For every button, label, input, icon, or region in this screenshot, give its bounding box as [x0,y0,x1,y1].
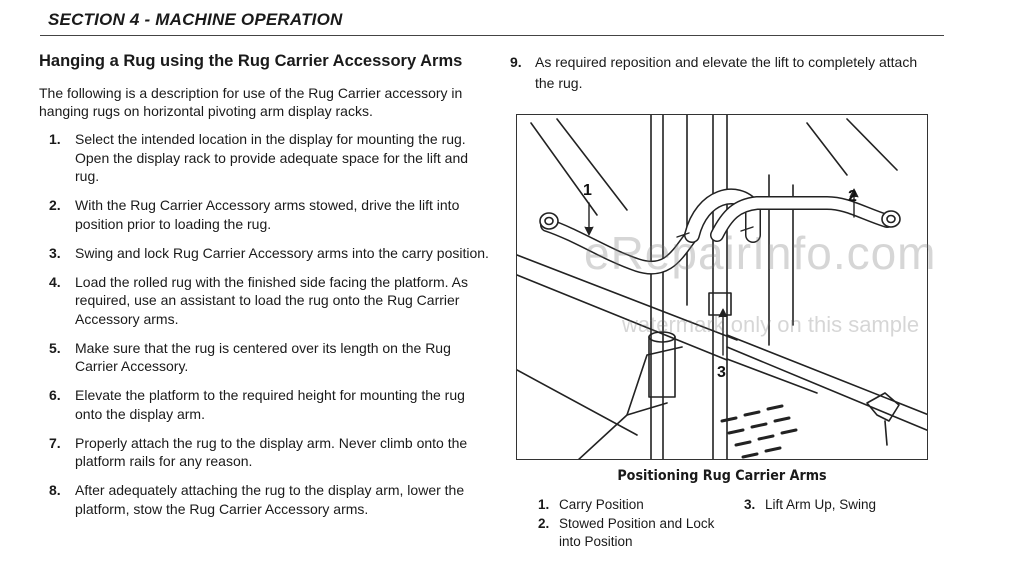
figure-illustration: 1 2 3 [516,114,928,460]
legend-text: Stowed Position and Lock into Position [559,515,715,550]
step-number: 1. [49,131,61,147]
figure-legend-column-2: 3. Lift Arm Up, Swing [744,496,876,515]
callout-1: 1 [583,182,592,199]
step-text: Elevate the platform to the required hei… [75,387,465,422]
steps-list: 1. Select the intended location in the di… [39,130,489,518]
step-item: 2. With the Rug Carrier Accessory arms st… [39,196,489,233]
step-number: 5. [49,339,61,356]
step-item: 9. As required reposition and elevate th… [508,52,938,94]
legend-number: 3. [744,497,756,512]
figure-caption: Positioning Rug Carrier Arms [617,468,827,484]
step-item: 6. Elevate the platform to the required h… [39,386,489,423]
step-item: 8. After adequately attaching the rug to … [39,481,489,518]
legend-item: 3. Lift Arm Up, Swing [744,496,876,515]
step-number: 3. [49,244,61,261]
step-text: After adequately attaching the rug to th… [75,482,465,517]
right-column: 9. As required reposition and elevate th… [508,52,938,94]
step-text: Swing and lock Rug Carrier Accessory arm… [75,244,489,261]
figure-legend-column-1: 1. Carry Position 2. Stowed Position and L… [538,496,728,552]
step-text: Load the rolled rug with the finished si… [75,273,469,327]
step-number: 6. [49,387,61,403]
step-item: 1. Select the intended location in the di… [39,130,489,186]
step-text: Properly attach the rug to the display a… [75,434,468,470]
rug-carrier-illustration: 1 2 3 [517,115,927,459]
legend-text: Lift Arm Up, Swing [765,497,877,512]
step-number: 2. [49,197,61,213]
step-text: Select the intended location in the disp… [75,131,469,184]
legend-number: 2. [538,515,550,531]
step-number: 4. [49,273,61,290]
procedure-heading: Hanging a Rug using the Rug Carrier Acce… [39,52,463,70]
step-number: 9. [510,54,522,70]
callout-3: 3 [717,364,726,381]
step-item: 5. Make sure that the rug is centered ove… [39,339,489,376]
step-item: 4. Load the rolled rug with the finished … [39,273,489,329]
intro-paragraph: The following is a description for use o… [39,85,463,119]
legend-item: 1. Carry Position [538,496,728,515]
left-column: Hanging a Rug using the Rug Carrier Acce… [39,50,489,529]
step-text: With the Rug Carrier Accessory arms stow… [75,197,460,232]
step-text: Make sure that the rug is centered over … [75,339,451,375]
step-number: 7. [49,434,61,451]
section-title: SECTION 4 - MACHINE OPERATION [48,10,343,29]
legend-text: Carry Position [559,497,644,512]
step-text: As required reposition and elevate the l… [535,54,918,91]
legend-number: 1. [538,497,550,512]
legend-item: 2. Stowed Position and Lock into Position [538,515,728,552]
section-header: SECTION 4 - MACHINE OPERATION [40,8,944,36]
step-item: 7. Properly attach the rug to the display… [39,434,489,471]
callout-2: 2 [848,188,857,205]
step-number: 8. [49,482,61,498]
step-item: 3. Swing and lock Rug Carrier Accessory a… [39,244,489,263]
